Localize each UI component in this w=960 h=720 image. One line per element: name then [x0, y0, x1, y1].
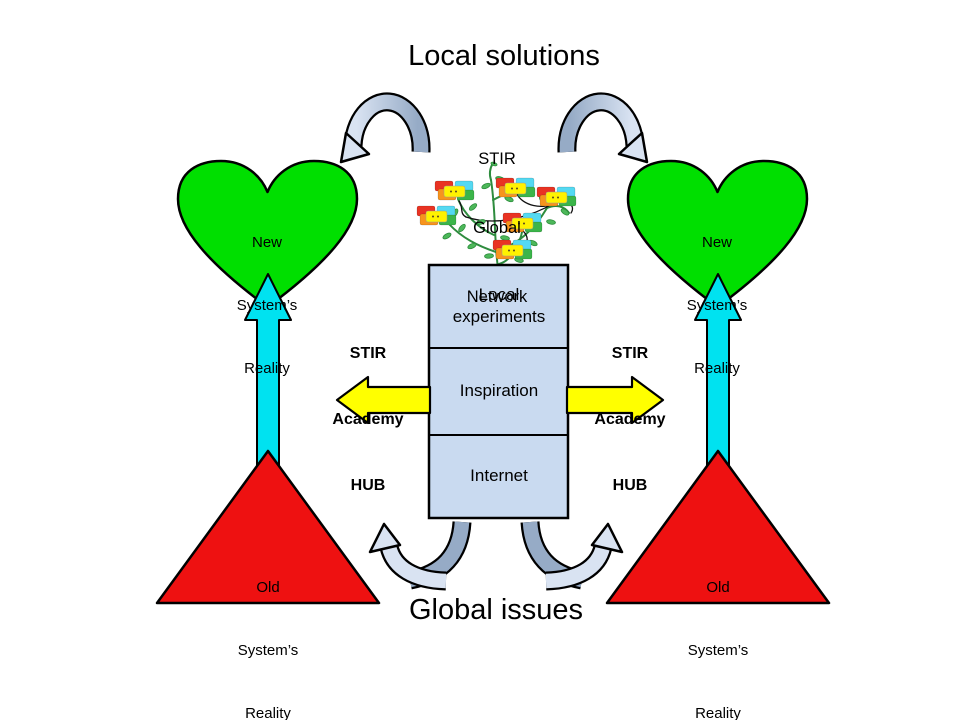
- growth-tree-icon: [416, 161, 577, 269]
- heart-left-label: New System’s Reality: [236, 234, 298, 377]
- top-title: Local solutions: [408, 40, 600, 72]
- yellow-arrow-right: [565, 375, 665, 425]
- triangle-right-label: Old System’s Reality: [687, 579, 749, 720]
- arch-arrow-top-left: [339, 92, 431, 164]
- flower-cluster: [416, 205, 457, 226]
- stir-academy-hub-right-label: STIR Academy HUB: [594, 345, 666, 494]
- u-arrow-bottom-left: [368, 521, 472, 591]
- box-section-internet: Internet: [470, 466, 528, 485]
- flower-cluster: [492, 239, 533, 260]
- triangle-left-label: Old System’s Reality: [237, 579, 299, 720]
- yellow-arrow-left: [335, 375, 432, 425]
- flower-cluster: [495, 177, 536, 198]
- bottom-title: Global issues: [408, 594, 584, 626]
- arch-arrow-top-right: [557, 92, 649, 164]
- heart-right-label: New System’s Reality: [686, 234, 748, 377]
- triangle-left: [155, 449, 381, 605]
- box-section-local-experiments: Local experiments: [452, 285, 546, 326]
- u-arrow-bottom-right: [520, 521, 624, 591]
- heart-left: [176, 159, 359, 309]
- stir-academy-hub-left-label: STIR Academy HUB: [332, 345, 404, 494]
- flower-cluster: [502, 212, 543, 233]
- flower-cluster: [434, 180, 475, 201]
- stir-global-network-label: STIR Global Network: [466, 150, 528, 306]
- central-box: [427, 263, 570, 520]
- box-section-inspiration: Inspiration: [459, 381, 539, 400]
- triangle-right: [605, 449, 831, 605]
- heart-right: [626, 159, 809, 309]
- flower-cluster: [536, 186, 577, 207]
